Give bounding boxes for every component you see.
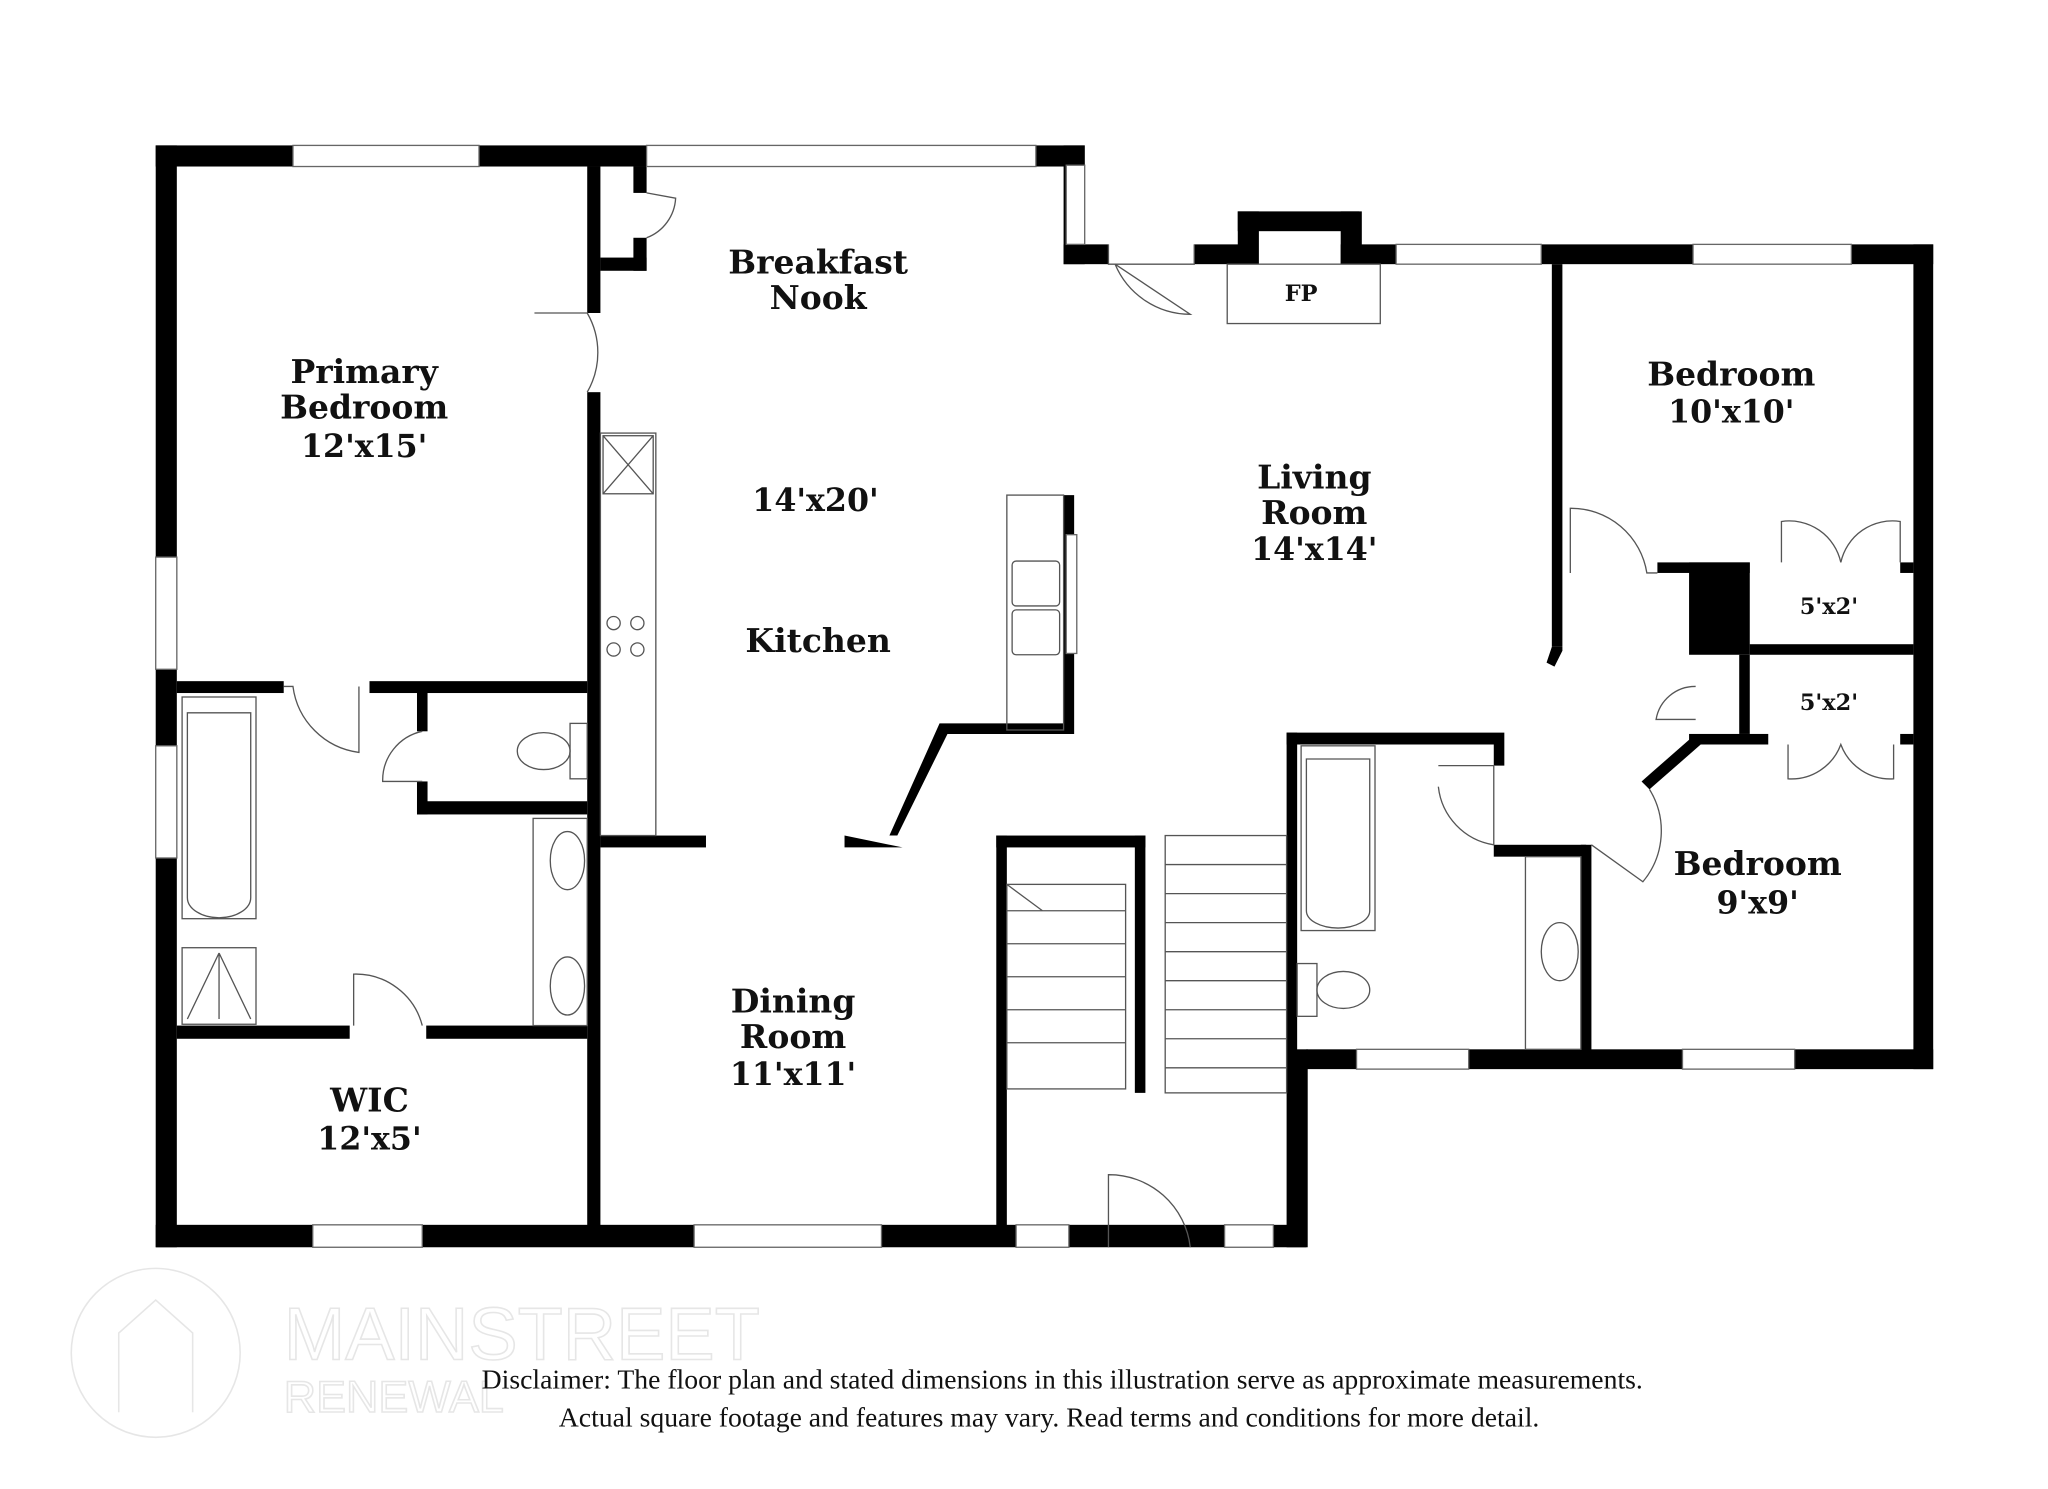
living-room-label: Living xyxy=(1257,458,1371,497)
sink-icon xyxy=(1540,921,1579,982)
watermark-line2: RENEWAL xyxy=(284,1371,504,1422)
kitchen-size: 14'x20' xyxy=(752,482,878,519)
windows xyxy=(155,144,1853,1248)
kitchen-label: Kitchen xyxy=(745,621,890,660)
disclaimer-line2: Actual square footage and features may v… xyxy=(559,1402,1540,1433)
bedroom-2-label: Bedroom xyxy=(1674,844,1842,883)
living-room-size: 14'x14' xyxy=(1251,531,1377,568)
shower-icon xyxy=(181,947,257,1025)
sink-icon xyxy=(1011,560,1061,607)
dining-room-size: 11'x11' xyxy=(730,1056,856,1093)
toilet-icon xyxy=(1296,962,1318,1017)
kitchen-counter xyxy=(599,432,657,837)
watermark-logo: MAINSTREET RENEWAL xyxy=(70,1267,761,1439)
primary-bedroom-label: Primary xyxy=(290,352,438,391)
fireplace-hearth xyxy=(1226,263,1381,325)
watermark-line1: MAINSTREET xyxy=(284,1292,760,1375)
stove-icon xyxy=(606,615,645,657)
bedroom-1-label: Bedroom xyxy=(1647,355,1815,394)
closet-1-size: 5'x2' xyxy=(1800,594,1858,620)
primary-bedroom-size: 12'x15' xyxy=(301,428,427,465)
primary-bedroom-label-2: Bedroom xyxy=(280,388,448,427)
dining-room-label: Dining xyxy=(731,981,856,1020)
fixtures xyxy=(181,263,1582,1094)
sink-icon xyxy=(549,830,586,891)
bedroom-1-size: 10'x10' xyxy=(1668,394,1794,431)
vanity-counter xyxy=(1524,856,1582,1050)
toilet-icon xyxy=(569,722,588,780)
doors xyxy=(283,192,1901,1248)
sink-counter xyxy=(1006,494,1065,731)
stairs xyxy=(1006,834,1288,1094)
fireplace-label: FP xyxy=(1285,281,1318,307)
breakfast-nook-label: Breakfast xyxy=(728,242,909,281)
sink-icon xyxy=(549,956,586,1016)
living-room-label-2: Room xyxy=(1261,493,1367,532)
wic-label: WIC xyxy=(329,1080,409,1119)
bedroom-2-size: 9'x9' xyxy=(1717,884,1799,921)
closet-2-size: 5'x2' xyxy=(1800,690,1858,716)
refrigerator xyxy=(602,435,654,495)
walls xyxy=(155,145,1934,1248)
vanity-counter xyxy=(532,817,588,1027)
bathtub-icon xyxy=(181,696,257,920)
dining-room-label-2: Room xyxy=(740,1017,846,1056)
wic-size: 12'x5' xyxy=(317,1121,421,1158)
disclaimer-line1: Disclaimer: The floor plan and stated di… xyxy=(482,1363,1643,1394)
breakfast-nook-label-2: Nook xyxy=(770,278,868,317)
room-labels: Primary Bedroom 12'x15' Breakfast Nook 1… xyxy=(280,242,1858,1157)
bathtub-icon xyxy=(1300,745,1376,932)
